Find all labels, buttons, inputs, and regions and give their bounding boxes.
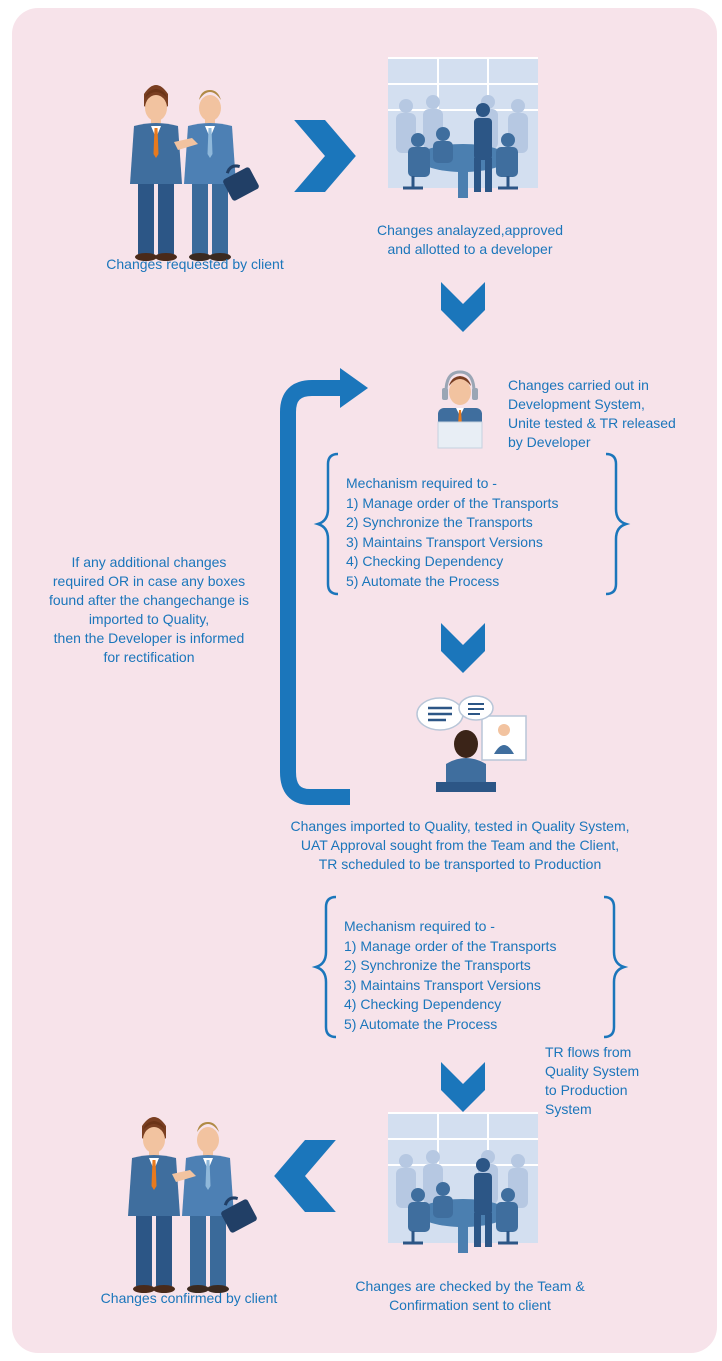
feedback-line-2: required OR in case any boxes [52,573,246,589]
mechanism-item: 1) Manage order of the Transports [344,937,557,954]
step-development-line-2: Development System, [508,396,645,412]
developer-headset-illustration [437,370,483,449]
step-quality-line-1: Changes imported to Quality, tested in Q… [290,818,630,834]
step-requested-label: Changes requested by client [106,256,284,272]
mechanism-item: 2) Synchronize the Transports [344,957,531,973]
tr-flow-line-4: System [545,1101,592,1117]
step-quality-line-2: UAT Approval sought from the Team and th… [300,837,620,853]
feedback-line-5: then the Developer is informed [53,630,245,646]
step-confirmed-label: Changes confirmed by client [100,1290,278,1306]
step-quality-label: Changes imported to Quality, tested in Q… [240,817,680,874]
tr-flow-line-2: Quality System [545,1063,640,1079]
step-analyzed-line-2: and allotted to a developer [387,241,553,257]
chevron-down-arrow-icon [441,282,485,332]
mechanism-item: 3) Maintains Transport Versions [346,533,543,550]
mechanism-item: 4) Checking Dependency [346,553,504,569]
feedback-line-6: for rectification [103,649,195,665]
feedback-line-4: imported to Quality, [88,611,210,627]
mechanism-list-1: Mechanism required to - 1) Manage order … [346,474,558,591]
feedback-loop-arrow [280,368,368,805]
tr-flow-line-3: to Production [545,1082,628,1098]
meeting-room-illustration [386,1111,540,1255]
mechanism-list-2: Mechanism required to - 1) Manage order … [344,917,556,1034]
step-development-line-1: Changes carried out in [508,377,649,393]
mechanism-item: 3) Maintains Transport Versions [344,976,541,993]
mechanism-item: 2) Synchronize the Transports [346,514,533,530]
step-development-line-4: by Developer [508,434,591,450]
tr-flow-label: TR flows from Quality System to Producti… [545,1043,685,1119]
mechanism-item: 5) Automate the Process [346,572,500,589]
mechanism-title: Mechanism required to - [346,475,497,491]
chevron-left-arrow-icon [274,1140,336,1212]
feedback-note: If any additional changes required OR in… [20,553,278,667]
step-analyzed-label: Changes analayzed,approved and allotted … [340,221,600,259]
step-checked-line-2: Confirmation sent to client [389,1297,551,1313]
chevron-down-arrow-icon [441,623,485,673]
diagram-panel [12,8,717,1353]
handshake-illustration [118,84,268,236]
chevron-right-arrow-icon [294,120,356,192]
step-checked-label: Changes are checked by the Team & Confir… [310,1277,630,1315]
mechanism-item: 1) Manage order of the Transports [346,494,559,511]
step-analyzed-line-1: Changes analayzed,approved [376,222,564,238]
feedback-line-3: found after the changechange is [48,592,250,608]
mechanism-item: 4) Checking Dependency [344,996,502,1012]
meeting-room-illustration [386,56,540,200]
feedback-line-1: If any additional changes [71,554,227,570]
handshake-illustration [116,1116,266,1268]
step-checked-line-1: Changes are checked by the Team & [355,1278,585,1294]
step-development-label: Changes carried out in Development Syste… [508,376,708,452]
mechanism-item: 5) Automate the Process [344,1015,498,1032]
mechanism-braces-2 [311,895,629,1039]
step-development-line-3: Unite tested & TR released [508,415,676,431]
tr-flow-line-1: TR flows from [545,1044,632,1060]
mechanism-title: Mechanism required to - [344,918,495,934]
mechanism-braces-1 [313,452,631,596]
step-quality-line-3: TR scheduled to be transported to Produc… [318,856,602,872]
video-call-illustration [416,695,527,792]
chevron-down-arrow-icon [441,1062,485,1112]
